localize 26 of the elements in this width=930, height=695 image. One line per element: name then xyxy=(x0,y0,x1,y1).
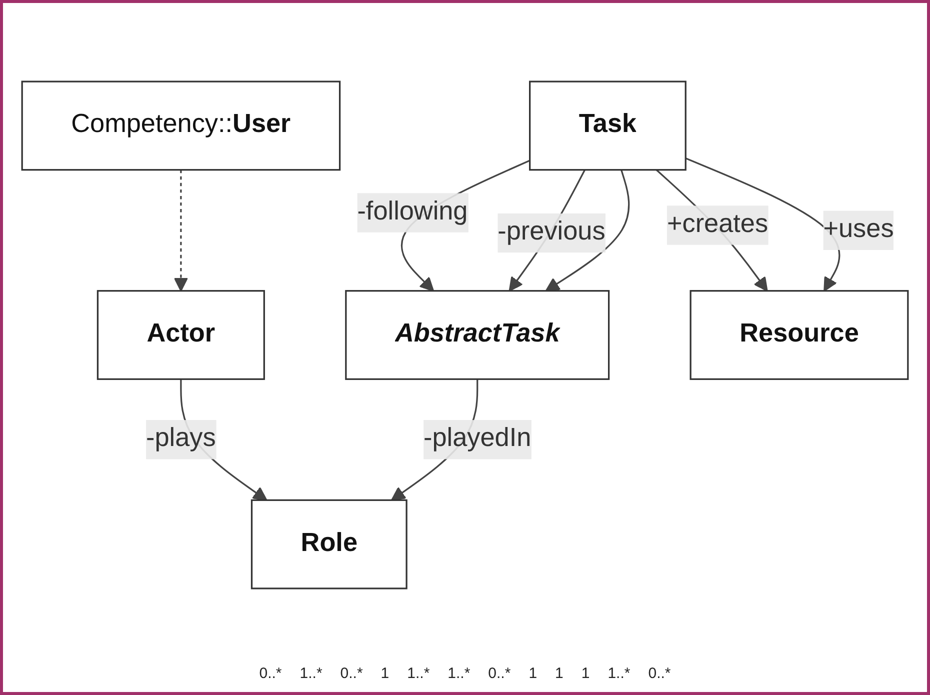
arrow xyxy=(545,170,630,292)
multiplicity-label: 1..* xyxy=(608,665,630,682)
multiplicity-label: 1 xyxy=(581,665,590,682)
arrow xyxy=(174,170,188,292)
multiplicity-label: 1..* xyxy=(448,665,470,682)
edge-label: -following xyxy=(357,198,468,226)
multiplicity-label: 0..* xyxy=(488,665,511,682)
edge-label: -playedIn xyxy=(424,424,532,453)
multiplicity-label: 1..* xyxy=(300,665,322,682)
edge-label: +uses xyxy=(823,216,894,244)
class-box: Task xyxy=(529,80,686,171)
multiplicity-label: 0..* xyxy=(648,665,671,682)
edge-label: +creates xyxy=(666,210,768,238)
multiplicity-label: 1 xyxy=(380,665,390,682)
class-box: Role xyxy=(250,499,408,590)
edge-label: -plays xyxy=(146,424,216,453)
multiplicity-label: 0..* xyxy=(259,665,282,682)
class-box: Actor xyxy=(96,290,265,380)
multiplicity-label: 0..* xyxy=(340,665,363,682)
multiplicity-label: 1 xyxy=(555,665,564,682)
class-box: Resource xyxy=(690,290,909,380)
class-box: Competency::User xyxy=(21,80,341,171)
edge-label: -previous xyxy=(498,218,606,246)
class-box: AbstractTask xyxy=(345,290,610,380)
multiplicity-label: 1 xyxy=(528,665,538,682)
multiplicity-label: 1..* xyxy=(407,665,430,682)
